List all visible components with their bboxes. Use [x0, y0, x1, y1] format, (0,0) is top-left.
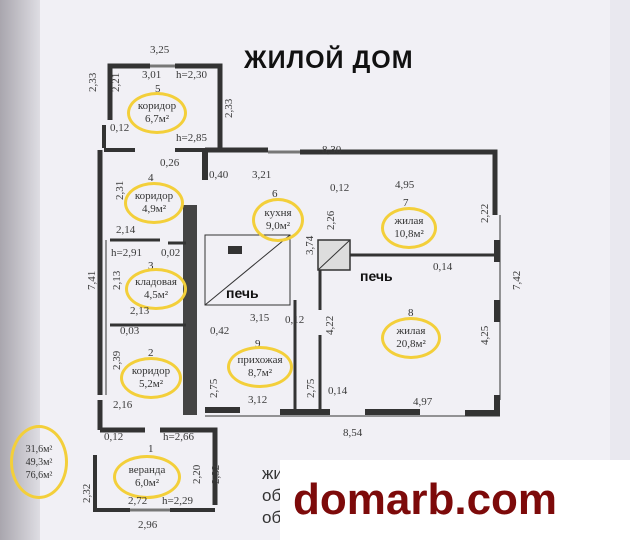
room-area: 10,8м²	[394, 228, 424, 240]
area-legend: жи об об	[262, 463, 283, 529]
watermark-banner: domarb.com	[280, 460, 630, 540]
room-name: жилая	[394, 215, 424, 227]
dimension: 3,21	[252, 169, 272, 181]
dimension: 3,12	[248, 394, 268, 406]
area-totals: 31,6м² 49,3м² 76,6м²	[10, 425, 68, 499]
room-name: кухня	[264, 207, 292, 219]
dimension: 4,25	[479, 325, 491, 345]
room-name: коридор	[137, 100, 177, 112]
dimension: h=2,85	[176, 132, 207, 144]
dimension: 0,12	[104, 431, 124, 443]
room-name: веранда	[128, 464, 166, 476]
dimension: 2,33	[223, 98, 235, 118]
dimension: 2,32	[210, 464, 222, 484]
total-area: 49,3м²	[25, 456, 53, 468]
dimension: 0,14	[328, 385, 348, 397]
room-name: коридор	[134, 190, 174, 202]
dimension: h=2,29	[162, 495, 193, 507]
total-living-area: 31,6м²	[25, 443, 53, 455]
dimension: 2,96	[138, 519, 158, 531]
dimension: 2,20	[191, 464, 203, 484]
stove-label: печь	[226, 285, 259, 301]
stove-label: печь	[360, 268, 393, 284]
dimension: 8,30	[322, 144, 342, 156]
room-area: 6,0м²	[134, 477, 159, 489]
dimension: 0,26	[160, 157, 180, 169]
room-area: 20,8м²	[396, 338, 426, 350]
room-name: прихожая	[237, 354, 283, 366]
room-name: жилая	[396, 325, 426, 337]
dimension: 7,42	[511, 270, 523, 290]
room-area: 6,7м²	[144, 113, 169, 125]
dimension: 0,12	[330, 182, 350, 194]
dimension: 2,72	[128, 495, 148, 507]
dimension: 0,02	[161, 247, 181, 259]
room-number: 6	[272, 188, 278, 200]
room-area: 5,2м²	[138, 378, 163, 390]
room-number: 9	[255, 338, 261, 350]
dimension: 0,14	[433, 261, 453, 273]
room-number: 3	[148, 260, 154, 272]
dimension: 2,13	[111, 270, 123, 290]
dimension: 0,42	[210, 325, 230, 337]
dimension: 2,33	[87, 72, 99, 92]
room-area: 8,7м²	[247, 367, 272, 379]
room-name: кладовая	[135, 276, 177, 288]
room-number: 8	[408, 307, 414, 319]
dimension: 4,97	[413, 396, 433, 408]
dimension: h=2,91	[111, 247, 142, 259]
dimension: 3,25	[150, 44, 170, 56]
dimension: 8,54	[343, 427, 363, 439]
dimension: 2,22	[479, 203, 491, 223]
dimension: 2,13	[130, 305, 150, 317]
dimension: 2,75	[208, 378, 220, 398]
dimension: 3,15	[250, 312, 270, 324]
room-number: 2	[148, 347, 154, 359]
dimension: 2,39	[111, 350, 123, 370]
dimension: 2,14	[116, 224, 136, 236]
dimension: 3,74	[304, 235, 316, 255]
room-number: 5	[155, 83, 161, 95]
room-name: коридор	[131, 365, 171, 377]
dimension: 2,32	[81, 483, 93, 503]
watermark-text: domarb.com	[293, 475, 558, 524]
dimension: 0,03	[120, 325, 140, 337]
plan-title: ЖИЛОЙ ДОМ	[244, 46, 414, 74]
dimension: 3,01	[142, 69, 162, 81]
dimension: 2,31	[114, 180, 126, 200]
dimension: 2,75	[305, 378, 317, 398]
room-area: 4,5м²	[143, 289, 168, 301]
legend-line: жи	[262, 464, 283, 483]
dimension: 2,16	[113, 399, 133, 411]
room-number: 1	[148, 443, 154, 455]
room-area: 4,9м²	[141, 203, 166, 215]
total-area-with-veranda: 76,6м²	[25, 469, 53, 481]
dimension: 2,21	[110, 72, 122, 92]
room-number: 4	[148, 172, 154, 184]
dimension: 7,41	[86, 270, 98, 290]
dimension: 0,40	[209, 169, 229, 181]
dimension: 4,22	[324, 315, 336, 335]
dimension: h=2,66	[163, 431, 194, 443]
legend-line: об	[262, 508, 282, 527]
dimension: h=2,30	[176, 69, 207, 81]
dimension: 4,95	[395, 179, 415, 191]
dimension: 0,12	[110, 122, 130, 134]
legend-line: об	[262, 486, 282, 505]
dimension: 0,12	[285, 314, 305, 326]
dimension: 2,26	[325, 210, 337, 230]
room-number: 7	[403, 197, 409, 209]
room-area: 9,0м²	[265, 220, 290, 232]
